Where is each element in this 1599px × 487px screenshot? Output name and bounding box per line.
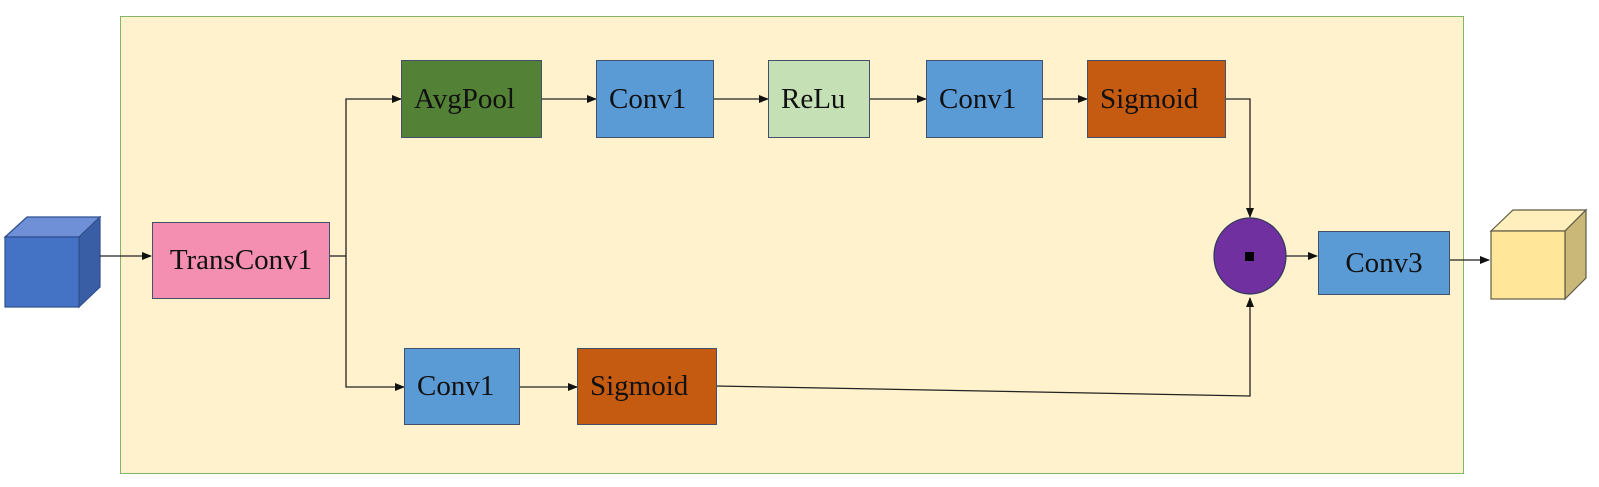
- node-label: TransConv1: [169, 244, 313, 276]
- edge-sigmoid-bottom-multiply: [715, 297, 1254, 397]
- node-conv1-top-a: Conv1: [596, 60, 714, 138]
- input-cube-face: [4, 236, 80, 308]
- node-label: Conv1: [417, 370, 495, 402]
- node-sigmoid-bottom: Sigmoid: [577, 348, 717, 425]
- node-avgpool: AvgPool: [401, 60, 542, 138]
- edge-split-conv1-bottom: [345, 256, 405, 391]
- node-label: Sigmoid: [590, 370, 689, 402]
- node-transconv1: TransConv1: [152, 222, 330, 299]
- edge-split-avgpool: [345, 95, 402, 256]
- node-conv3: Conv3: [1318, 231, 1450, 295]
- input-cube: [3, 215, 102, 309]
- node-sigmoid-top: Sigmoid: [1087, 60, 1226, 138]
- node-label: Conv1: [939, 82, 1017, 115]
- edge-sigmoid-top-multiply: [1226, 98, 1254, 218]
- node-label: Sigmoid: [1100, 82, 1199, 115]
- node-conv1-top-b: Conv1: [926, 60, 1043, 138]
- node-label: ReLu: [781, 82, 846, 115]
- node-relu: ReLu: [768, 60, 870, 138]
- node-label: Conv3: [1345, 246, 1423, 279]
- output-cube-face: [1490, 230, 1566, 300]
- node-label: Conv1: [609, 82, 687, 115]
- node-label: AvgPool: [414, 82, 515, 115]
- multiply-dot-icon: [1245, 252, 1254, 261]
- node-conv1-bottom: Conv1: [404, 348, 520, 425]
- multiply-node: [1213, 217, 1287, 295]
- output-cube: [1489, 208, 1588, 301]
